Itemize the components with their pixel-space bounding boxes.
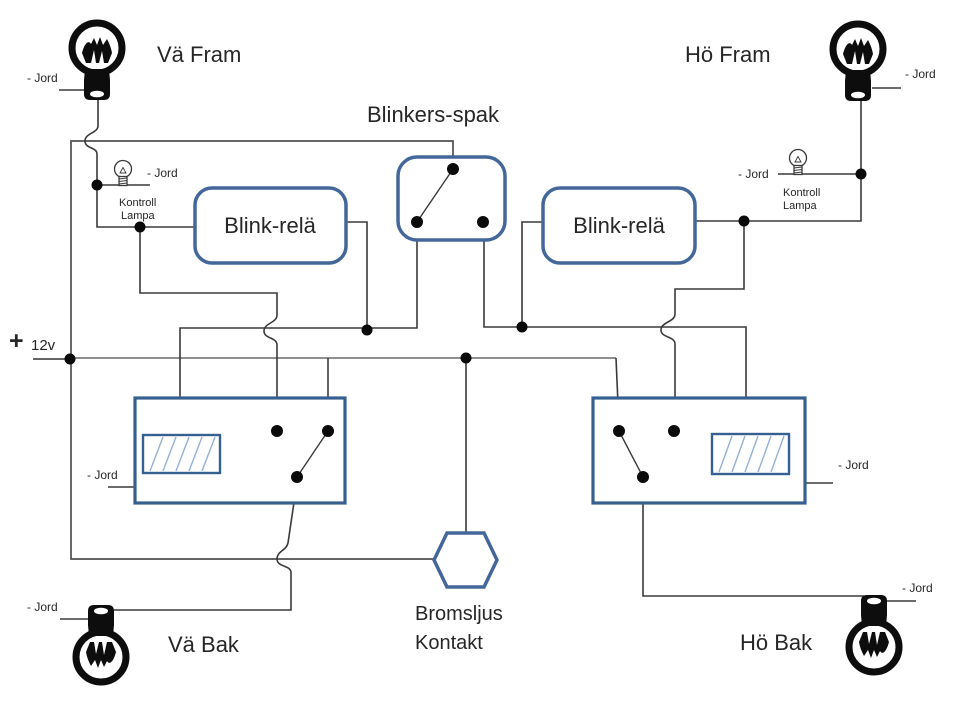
kontakt-label: Kontakt bbox=[415, 632, 483, 654]
wire-spak-left-rail bbox=[179, 222, 418, 436]
jord-label-va-fram: - Jord bbox=[27, 71, 58, 85]
wire-va-fram-feed bbox=[84, 100, 195, 228]
va-fram-label: Vä Fram bbox=[157, 42, 241, 67]
jord-label-va-bak: - Jord bbox=[27, 600, 58, 614]
kontroll-left-label-line2: Lampa bbox=[121, 210, 156, 222]
wire-left-lever-out bbox=[114, 481, 298, 611]
kontroll-lampa-left-icon bbox=[113, 159, 133, 187]
right-relay-switch bbox=[613, 425, 680, 483]
wire-right-lever-out bbox=[642, 482, 864, 597]
jord-label-left-coil: - Jord bbox=[87, 468, 118, 482]
wire-left-rela-output bbox=[346, 221, 368, 330]
jord-label-ho-fram: - Jord bbox=[905, 67, 936, 81]
ho-bak-label: Hö Bak bbox=[740, 630, 813, 655]
jord-label-kontroll-left: - Jord bbox=[147, 166, 178, 180]
bromsljus-label: Bromsljus bbox=[415, 603, 503, 625]
right-blink-relay-box bbox=[541, 186, 697, 265]
right-relay-coil bbox=[710, 432, 791, 476]
kontroll-right-label-line1: Kontroll bbox=[783, 187, 820, 199]
wire-right-blink-branch bbox=[660, 221, 745, 431]
ho-bak-bulb-icon bbox=[849, 595, 899, 672]
junction-dots bbox=[64, 168, 867, 365]
plus-12v-sign: + bbox=[9, 327, 24, 355]
ho-fram-bulb-icon bbox=[833, 24, 883, 101]
kontroll-right-label-line2: Lampa bbox=[783, 200, 818, 212]
wire-power-trunk bbox=[70, 140, 454, 560]
brake-contact-hexagon-icon bbox=[432, 531, 499, 589]
ho-fram-label: Hö Fram bbox=[685, 42, 771, 67]
kontroll-lampa-right-icon bbox=[788, 148, 808, 176]
left-relay-switch bbox=[271, 425, 334, 483]
wire-ho-fram-feed bbox=[695, 101, 862, 222]
left-blink-relay-box bbox=[193, 186, 348, 265]
jord-label-ho-bak: - Jord bbox=[902, 581, 933, 595]
plus-12v-value: 12v bbox=[31, 337, 56, 354]
blink-rela-right-label: Blink-relä bbox=[573, 213, 665, 238]
kontroll-left-label-line1: Kontroll bbox=[119, 197, 156, 209]
wire-left-blink-branch bbox=[139, 227, 278, 431]
jord-label-right-coil: - Jord bbox=[838, 458, 869, 472]
blink-rela-left-label: Blink-relä bbox=[224, 213, 316, 238]
wire-spak-right-rail bbox=[483, 222, 747, 435]
jord-label-kontroll-right: - Jord bbox=[738, 167, 769, 181]
left-relay-coil bbox=[141, 433, 222, 475]
blinkers-spak-label: Blinkers-spak bbox=[367, 102, 500, 127]
va-bak-bulb-icon bbox=[76, 605, 126, 682]
blinkers-spak-switch bbox=[411, 163, 489, 228]
va-fram-bulb-icon bbox=[72, 23, 122, 100]
wire-right-rela-input bbox=[521, 221, 543, 327]
va-bak-label: Vä Bak bbox=[168, 632, 240, 657]
